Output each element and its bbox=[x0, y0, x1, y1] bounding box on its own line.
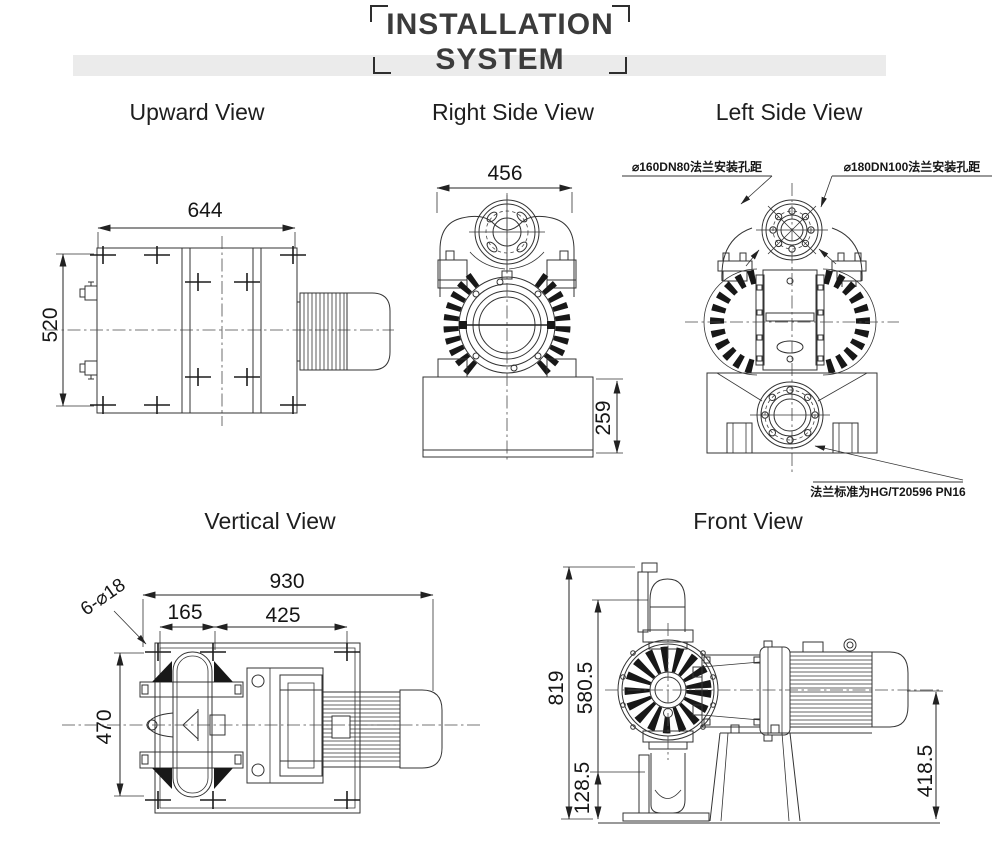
dim-930: 930 bbox=[269, 570, 304, 593]
front-view-drawing: 819 580.5 128.5 418.5 bbox=[545, 555, 965, 854]
label-left-side-view: Left Side View bbox=[715, 99, 863, 125]
right-side-view-drawing: 456 259 bbox=[415, 162, 655, 467]
dim-259: 259 bbox=[592, 400, 615, 435]
left-side-view-drawing: ⌀160DN80法兰安装孔距 ⌀180DN100法兰安装孔距 bbox=[610, 159, 1000, 499]
label-front-view: Front View bbox=[693, 508, 803, 534]
dim-580-5: 580.5 bbox=[574, 662, 597, 715]
title-bracket-top-right-icon bbox=[612, 5, 630, 22]
annotation-flange-dn80: ⌀160DN80法兰安装孔距 bbox=[632, 159, 762, 174]
title-bracket-bottom-left-icon bbox=[373, 57, 391, 74]
dim-470: 470 bbox=[93, 709, 116, 744]
title-bracket-top-left-icon bbox=[370, 5, 388, 22]
title-bracket-bottom-right-icon bbox=[609, 57, 627, 74]
title-grey-band bbox=[73, 55, 886, 76]
dim-6-phi18: 6-⌀18 bbox=[77, 575, 130, 621]
vertical-view-drawing: 930 165 425 6-⌀18 470 bbox=[30, 570, 490, 854]
dim-819: 819 bbox=[545, 670, 568, 705]
page-title-line1: INSTALLATION bbox=[386, 8, 614, 41]
label-upward-view: Upward View bbox=[129, 99, 265, 125]
dim-425: 425 bbox=[265, 604, 300, 627]
label-vertical-view: Vertical View bbox=[204, 508, 336, 534]
annotation-flange-standard: 法兰标准为HG/T20596 PN16 bbox=[810, 484, 966, 499]
dim-644: 644 bbox=[187, 199, 222, 222]
dim-418-5: 418.5 bbox=[914, 745, 937, 798]
label-right-side-view: Right Side View bbox=[432, 99, 594, 125]
upward-view-drawing: 644 520 bbox=[39, 199, 400, 452]
dim-520: 520 bbox=[39, 307, 62, 342]
dim-456: 456 bbox=[487, 162, 522, 185]
page-title-line2: SYSTEM bbox=[435, 43, 565, 76]
dim-165: 165 bbox=[167, 601, 202, 624]
annotation-flange-dn100: ⌀180DN100法兰安装孔距 bbox=[844, 159, 981, 174]
dim-128-5: 128.5 bbox=[571, 762, 594, 815]
